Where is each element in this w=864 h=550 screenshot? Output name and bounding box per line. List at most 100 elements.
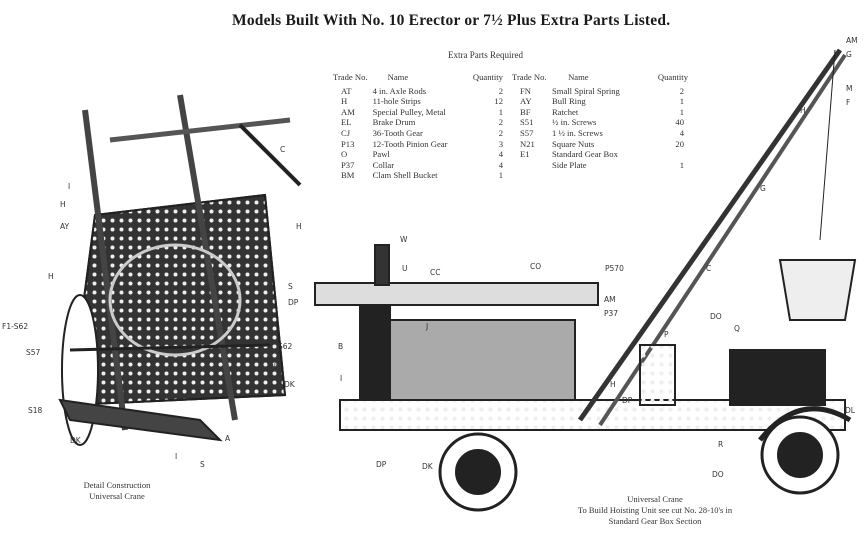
callout-label: DP — [622, 396, 633, 405]
table-row: S57 1 ½ in. Screws 4 — [512, 128, 688, 139]
callout-label: G — [846, 50, 852, 59]
name-cell: 1 ½ in. Screws — [552, 127, 603, 138]
trade-no-cell: P13 — [341, 138, 355, 149]
callout-label: H — [60, 200, 66, 209]
quantity-cell: 1 — [679, 106, 684, 117]
callout-label: Q — [734, 324, 740, 333]
detail-construction-drawing — [58, 94, 302, 446]
universal-crane-caption: Universal Crane To Build Hoisting Unit s… — [535, 494, 775, 527]
callout-label: DP — [376, 460, 387, 469]
callout-label: I — [340, 374, 343, 383]
callout-label: P — [664, 330, 669, 339]
page-title: Models Built With No. 10 Erector or 7½ P… — [232, 12, 671, 29]
callout-label: H — [610, 380, 616, 389]
quantity-cell: 2 — [679, 85, 684, 96]
callout-label: CC — [430, 268, 441, 277]
name-cell: ½ in. Screws — [552, 117, 597, 128]
name-cell: Standard Gear Box — [552, 149, 618, 160]
name-cell: Square Nuts — [552, 138, 595, 149]
callout-label: AY — [60, 222, 70, 231]
caption-line: To Build Hoisting Unit see cut No. 28-10… — [577, 505, 733, 515]
callout-label: H — [800, 106, 806, 115]
table-row: AY Bull Ring 1 — [512, 96, 688, 107]
callout-label: S57 — [26, 348, 41, 357]
quantity-cell: 2 — [498, 85, 503, 96]
quantity-cell: 3 — [498, 138, 503, 149]
name-cell: Small Spiral Spring — [552, 85, 620, 96]
name-cell: 12-Tooth Pinion Gear — [372, 138, 448, 149]
callout-label: DP — [288, 298, 299, 307]
callout-label: DK — [70, 436, 81, 445]
callout-label: C — [706, 264, 712, 273]
name-cell: Side Plate — [552, 159, 587, 170]
trade-no-cell: AY — [520, 96, 532, 107]
callout-label: I — [175, 452, 178, 461]
name-cell: Collar — [372, 159, 395, 170]
callout-label: H — [48, 272, 54, 281]
trade-no-cell: E1 — [520, 149, 530, 160]
callout-label: W — [400, 235, 408, 244]
callout-label: F1-S62 — [2, 322, 29, 331]
quantity-cell: 1 — [498, 106, 503, 117]
callout-label: S — [288, 282, 293, 291]
caption-line: Standard Gear Box Section — [608, 516, 702, 526]
caption-line: Detail Construction — [83, 480, 151, 490]
universal-crane-drawing — [314, 48, 857, 512]
quantity-cell: 4 — [498, 149, 503, 160]
callout-label: S — [200, 460, 205, 469]
table-row: P13 12-Tooth Pinion Gear 3 — [333, 139, 503, 150]
quantity-cell: 1 — [679, 96, 684, 107]
name-cell: Bull Ring — [552, 96, 586, 107]
detail-construction-caption: Detail Construction Universal Crane — [62, 480, 172, 502]
callout-label: CO — [530, 262, 542, 271]
caption-line: Universal Crane — [627, 494, 683, 504]
name-cell: 36-Tooth Gear — [372, 127, 423, 138]
table-row: E1 Standard Gear Box — [512, 149, 688, 160]
trade-no-cell: S51 — [520, 117, 534, 128]
callout-label: M — [846, 84, 853, 93]
callout-label: DL — [845, 406, 855, 415]
extra-parts-table-left: Trade No. Name Quantity AT 4 in. Axle Rod… — [333, 72, 503, 181]
callout-label: A — [225, 434, 231, 443]
quantity-cell: 4 — [498, 159, 503, 170]
quantity-cell: 2 — [498, 117, 503, 128]
callout-label: I — [68, 182, 71, 191]
name-cell: Special Pulley, Metal — [372, 106, 446, 117]
header-name: Name — [568, 72, 589, 82]
table-row: FN Small Spiral Spring 2 — [512, 86, 688, 97]
table-header: Trade No. Name Quantity — [333, 72, 503, 83]
callout-label: AM — [846, 36, 858, 45]
callout-label: S18 — [28, 406, 43, 415]
quantity-cell: 1 — [498, 170, 503, 181]
trade-no-cell: AT — [341, 85, 352, 96]
callout-label: DK — [422, 462, 433, 471]
callout-label: P570 — [605, 264, 624, 273]
caption-line: Universal Crane — [89, 491, 145, 501]
table-row: AT 4 in. Axle Rods 2 — [333, 86, 503, 97]
callout-label: DK — [284, 380, 295, 389]
header-quantity: Quantity — [657, 72, 688, 82]
name-cell: 11-hole Strips — [372, 96, 421, 107]
callout-label: AM — [604, 295, 616, 304]
trade-no-cell: FN — [520, 85, 531, 96]
header-trade-no: Trade No. — [333, 72, 368, 82]
callout-label: H — [296, 222, 302, 231]
trade-no-cell: S57 — [520, 127, 534, 138]
quantity-cell: 2 — [498, 127, 503, 138]
callout-label: P37 — [604, 309, 619, 318]
quantity-cell: 4 — [679, 127, 684, 138]
name-cell: Clam Shell Bucket — [372, 170, 438, 181]
callout-label: U — [402, 264, 408, 273]
name-cell: 4 in. Axle Rods — [372, 85, 427, 96]
header-trade-no: Trade No. — [512, 72, 547, 82]
trade-no-cell: BF — [520, 106, 531, 117]
trade-no-cell: AM — [341, 106, 355, 117]
trade-no-cell: H — [341, 96, 348, 107]
name-cell: Ratchet — [552, 106, 579, 117]
